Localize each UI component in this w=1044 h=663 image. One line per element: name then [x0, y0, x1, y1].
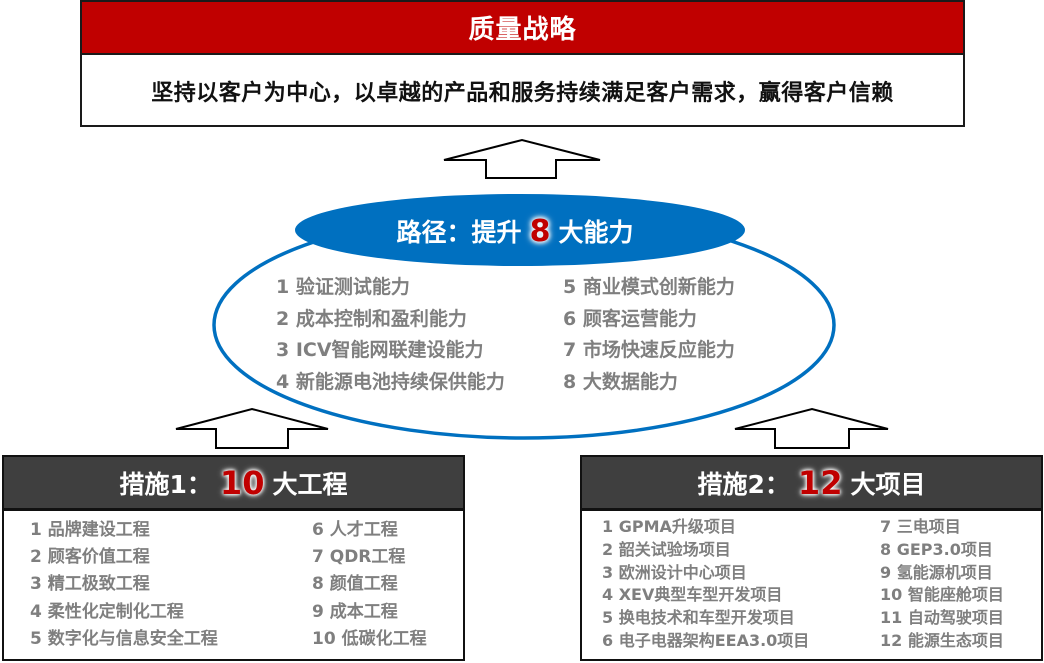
capability-list-right: 5 商业模式创新能力 6 顾客运营能力 7 市场快速反应能力 8 大数据能力 [563, 272, 735, 398]
capability-item: 3 ICV智能网联建设能力 [276, 339, 484, 361]
path-title-prefix: 路径：提升 [396, 218, 522, 247]
strategy-box: 质量战略 坚持以客户为中心，以卓越的产品和服务持续满足客户需求，赢得客户信赖 [80, 0, 965, 127]
list-item: 4 XEV典型车型开发项目 [602, 585, 783, 605]
list-item: 7 QDR工程 [312, 547, 406, 568]
measure-2-box: 措施2： 12 大项目 1 GPMA升级项目 2 韶关试验场项目 3 欧洲设计中… [580, 455, 1043, 661]
capability-item: 2 成本控制和盈利能力 [276, 307, 467, 330]
capability-item: 4 新能源电池持续保供能力 [276, 370, 505, 393]
list-item: 9 成本工程 [312, 601, 398, 622]
measure-1-list-right: 6 人才工程 7 QDR工程 8 颜值工程 9 成本工程 10 低碳化工程 [312, 517, 427, 653]
list-item: 6 电子电器架构EEA3.0项目 [602, 630, 810, 650]
strategy-title: 质量战略 [82, 2, 963, 55]
capability-item: 6 顾客运营能力 [563, 307, 697, 330]
path-title: 路径：提升 8 大能力 [300, 199, 730, 263]
list-item: 2 顾客价值工程 [30, 547, 150, 568]
measure-2-list-right: 7 三电项目 8 GEP3.0项目 9 氢能源机项目 10 智能座舱项目 11 … [880, 516, 1004, 653]
measure-2-title: 措施2： 12 大项目 [582, 457, 1041, 511]
measure-1-list-left: 1 品牌建设工程 2 顾客价值工程 3 精工极致工程 4 柔性化定制化工程 5 … [30, 517, 218, 653]
list-item: 3 精工极致工程 [30, 574, 150, 595]
measure-1-title: 措施1： 10 大工程 [4, 457, 463, 511]
capability-list-left: 1 验证测试能力 2 成本控制和盈利能力 3 ICV智能网联建设能力 4 新能源… [276, 272, 505, 398]
path-title-suffix: 大能力 [558, 218, 634, 247]
list-item: 4 柔性化定制化工程 [30, 601, 184, 622]
capability-item: 7 市场快速反应能力 [563, 339, 735, 361]
measure-2-list-left: 1 GPMA升级项目 2 韶关试验场项目 3 欧洲设计中心项目 4 XEV典型车… [602, 516, 809, 653]
capability-item: 8 大数据能力 [563, 370, 678, 393]
measure-1-title-number: 10 [219, 463, 265, 502]
capability-item: 5 商业模式创新能力 [563, 276, 735, 298]
list-item: 8 GEP3.0项目 [880, 539, 993, 559]
list-item: 5 换电技术和车型开发项目 [602, 608, 795, 628]
list-item: 11 自动驾驶项目 [880, 608, 1004, 628]
list-item: 7 三电项目 [880, 517, 961, 536]
list-item: 2 韶关试验场项目 [602, 539, 731, 559]
measure-2-title-number: 12 [797, 463, 843, 502]
list-item: 12 能源生态项目 [880, 630, 1004, 650]
measure-2-title-prefix: 措施2： [697, 469, 790, 499]
list-item: 10 智能座舱项目 [880, 585, 1004, 605]
up-arrow-icon [734, 407, 889, 449]
list-item: 5 数字化与信息安全工程 [30, 628, 218, 649]
list-item: 6 人才工程 [312, 520, 398, 540]
list-item: 10 低碳化工程 [312, 628, 427, 649]
list-item: 8 颜值工程 [312, 574, 398, 595]
measure-2-title-suffix: 大项目 [850, 469, 926, 499]
list-item: 3 欧洲设计中心项目 [602, 562, 747, 582]
capability-item: 1 验证测试能力 [276, 276, 410, 298]
list-item: 1 GPMA升级项目 [602, 517, 736, 536]
measure-1-title-suffix: 大工程 [272, 469, 348, 499]
up-arrow-icon [175, 407, 329, 449]
path-title-ellipse [295, 194, 745, 266]
measure-1-box: 措施1： 10 大工程 1 品牌建设工程 2 顾客价值工程 3 精工极致工程 4… [2, 455, 465, 661]
strategy-statement: 坚持以客户为中心，以卓越的产品和服务持续满足客户需求，赢得客户信赖 [151, 81, 894, 106]
path-title-number: 8 [529, 213, 551, 249]
measure-1-title-prefix: 措施1： [119, 469, 212, 499]
list-item: 1 品牌建设工程 [30, 520, 150, 540]
up-arrow-icon [443, 138, 601, 179]
list-item: 9 氢能源机项目 [880, 562, 993, 582]
